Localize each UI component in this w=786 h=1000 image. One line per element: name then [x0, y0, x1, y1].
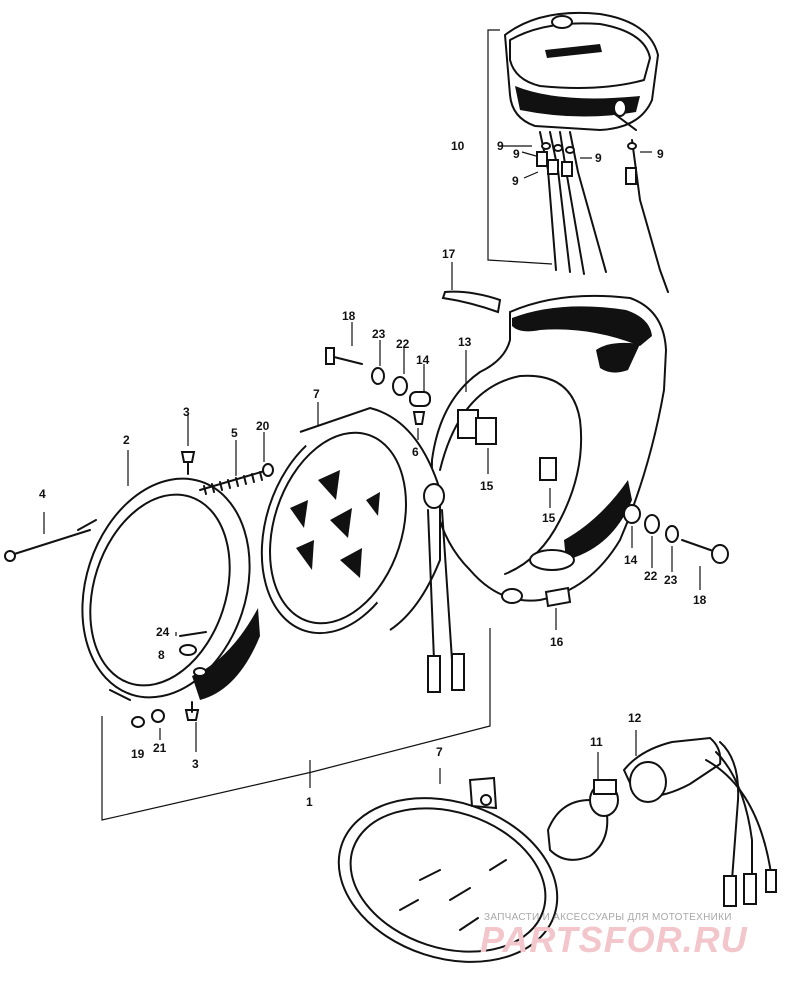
label-9-a: 9	[497, 139, 504, 153]
label-24: 24	[156, 625, 170, 639]
label-7-lower: 7	[436, 745, 443, 759]
label-11: 11	[590, 735, 603, 749]
label-2: 2	[123, 433, 130, 447]
leader-lines	[43, 145, 701, 784]
sealed-beam-lower	[337, 736, 777, 963]
label-21: 21	[153, 741, 167, 755]
label-3-bottom: 3	[192, 757, 199, 771]
part-17-strip	[441, 290, 502, 314]
label-9-b: 9	[513, 147, 520, 161]
label-14-left: 14	[416, 353, 430, 367]
sealed-beam-middle	[260, 406, 465, 693]
label-9-e: 9	[657, 147, 664, 161]
label-20: 20	[256, 419, 270, 433]
label-9-d: 9	[595, 151, 602, 165]
part-labels: 1 2 3 3 4 5 6 7 7 8 9 9 9 9 9 10 11 12 1…	[39, 139, 707, 809]
watermark-tagline: ЗАПЧАСТИ И АКСЕССУАРЫ ДЛЯ МОТОТЕХНИКИ	[484, 912, 732, 923]
label-13: 13	[458, 335, 472, 349]
bracket-1	[101, 628, 491, 821]
meter-assembly	[503, 11, 669, 293]
headlight-case	[430, 294, 668, 604]
label-15-right: 15	[542, 511, 556, 525]
label-7-middle: 7	[313, 387, 320, 401]
label-22-right: 22	[644, 569, 658, 583]
label-9-c: 9	[512, 174, 519, 188]
label-16: 16	[550, 635, 564, 649]
label-18-right: 18	[693, 593, 707, 607]
label-15-left: 15	[480, 479, 494, 493]
label-4: 4	[39, 487, 46, 501]
label-23-right: 23	[664, 573, 678, 587]
label-12: 12	[628, 711, 642, 725]
headlight-rim	[77, 477, 260, 701]
label-19: 19	[131, 747, 145, 761]
label-8: 8	[158, 648, 165, 662]
label-10: 10	[451, 139, 465, 153]
bracket-10	[487, 29, 553, 265]
label-1: 1	[306, 795, 313, 809]
label-18-left: 18	[342, 309, 356, 323]
watermark-logo: PARTSFOR.RU	[480, 919, 748, 960]
watermark: ЗАПЧАСТИ И АКСЕССУАРЫ ДЛЯ МОТОТЕХНИКИ PA…	[480, 912, 748, 960]
label-17: 17	[442, 247, 456, 261]
label-14-right: 14	[624, 553, 638, 567]
label-23-left: 23	[372, 327, 386, 341]
hardware	[4, 347, 729, 728]
label-3-top: 3	[183, 405, 190, 419]
label-22-left: 22	[396, 337, 410, 351]
label-6: 6	[412, 445, 419, 459]
label-5: 5	[231, 426, 238, 440]
